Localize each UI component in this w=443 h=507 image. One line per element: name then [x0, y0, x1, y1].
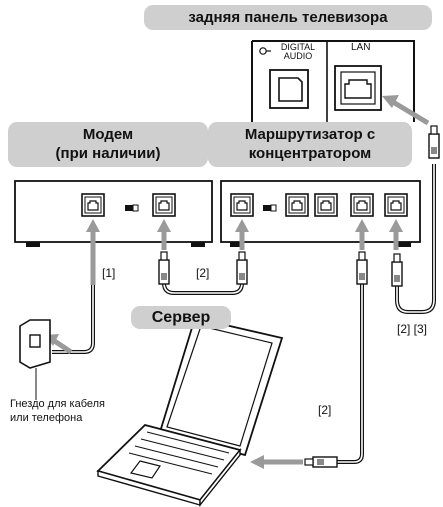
modem-label: Модем (при наличии)	[8, 122, 208, 167]
wall-socket-icon	[29, 334, 41, 348]
router-lan-port-1[interactable]	[285, 193, 309, 217]
cable-2-3-label-tv: [2] [3]	[397, 322, 428, 336]
router-device	[220, 180, 421, 247]
router-lan-port-4[interactable]	[384, 193, 408, 217]
modem-lan-port[interactable]	[152, 193, 176, 217]
tv-cable	[391, 125, 440, 314]
modem-wan-port[interactable]	[81, 193, 105, 217]
wall-jack-caption-line1: Гнездо для кабеля	[10, 398, 106, 410]
digital-audio-label-line2: AUDIO	[283, 51, 313, 61]
cable-1-label: [1]	[102, 266, 116, 280]
router-label-line2: концентратором	[248, 145, 372, 162]
tv-back-panel-label: задняя панель телевизора	[144, 5, 432, 30]
cable-2-router-laptop	[250, 251, 368, 469]
router-label-line1: Маршрутизатор с	[244, 126, 376, 143]
cable-2-label-laptop: [2]	[318, 403, 332, 417]
tv-lan-port[interactable]	[334, 65, 382, 111]
server-label: Сервер	[131, 306, 231, 329]
cable-2-label-modem-router: [2]	[196, 266, 210, 280]
tv-lan-arrow	[382, 95, 430, 126]
modem-label-line2: (при наличии)	[55, 145, 161, 162]
router-switch	[263, 205, 271, 211]
router-lan-port-2[interactable]	[314, 193, 338, 217]
tv-back-panel	[251, 40, 415, 122]
modem-label-line1: Модем	[82, 126, 134, 143]
router-lan-port-3[interactable]	[350, 193, 374, 217]
wall-jack-caption-line2: или телефона	[10, 412, 83, 424]
digital-audio-port[interactable]	[269, 69, 309, 109]
wall-jack	[19, 319, 51, 400]
digital-audio-label-line1: DIGITAL	[280, 42, 316, 52]
router-wan-port[interactable]	[230, 193, 254, 217]
optical-output-icon	[259, 47, 267, 55]
port-arrows	[86, 219, 403, 285]
digital-audio-label: DIGITAL AUDIO	[271, 43, 325, 61]
cable-1	[45, 285, 95, 355]
lan-label: LAN	[349, 42, 373, 53]
cable-2-modem-router	[158, 251, 248, 295]
router-label: Маршрутизатор с концентратором	[208, 122, 412, 167]
modem-device	[14, 180, 213, 247]
wall-jack-caption: Гнездо для кабеля или телефона	[10, 397, 105, 425]
modem-switch	[125, 205, 133, 211]
laptop-icon	[96, 316, 284, 507]
